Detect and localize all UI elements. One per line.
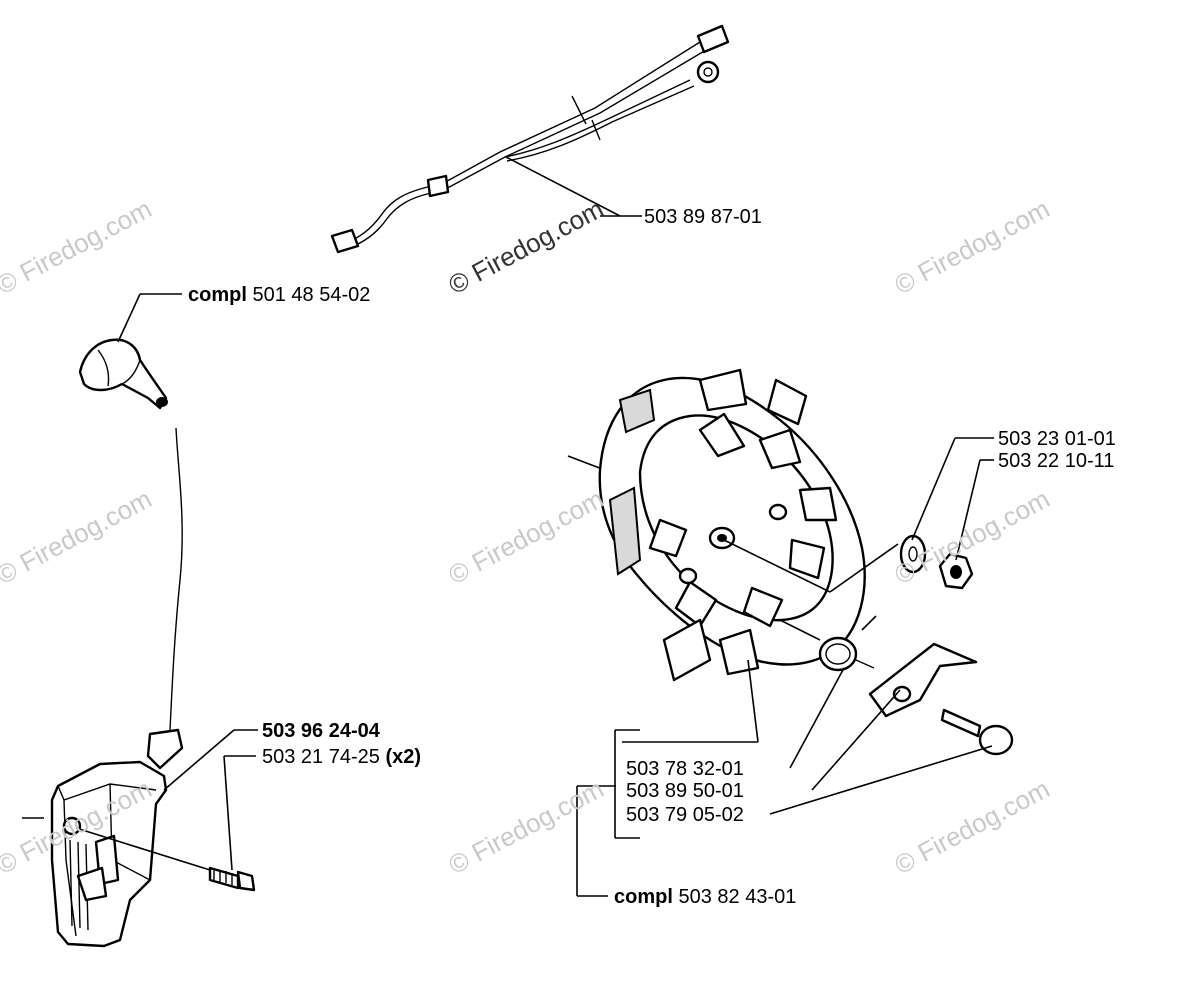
wire-harness-drawing (330, 24, 730, 254)
leader-line-washer (911, 437, 956, 541)
label-washer: 503 23 01-01 (998, 428, 1116, 450)
spring-drawing (818, 636, 875, 672)
nut-drawing (938, 552, 974, 590)
leader-line-wire-harness (505, 156, 621, 217)
label-screw-number: 503 21 74-25 (262, 746, 380, 768)
label-spark-cap-compl: compl (188, 284, 247, 306)
pawl-drawing (868, 642, 978, 718)
label-nut: 503 22 10-11 (998, 450, 1115, 472)
screw-drawing (208, 866, 256, 892)
label-flywheel-compl: compl 503 82 43-01 (614, 886, 796, 908)
label-screw: 503 21 74-25 (x2) (262, 746, 421, 768)
label-pawl: 503 79 05-02 (626, 804, 744, 826)
label-ignition-module-number: 503 96 24-04 (262, 720, 380, 742)
label-screw-qty: (x2) (385, 746, 422, 768)
flywheel-drawing (567, 368, 866, 682)
label-spark-cap-number: 501 48 54-02 (252, 284, 371, 306)
label-spark-cap: compl 501 48 54-02 (188, 284, 370, 306)
leader-line-screw (223, 755, 233, 871)
label-spring: 503 89 50-01 (626, 780, 744, 802)
pin-drawing (940, 708, 1014, 756)
leader-line-flywheel (747, 659, 759, 743)
ignition-module-drawing (50, 728, 184, 948)
label-flywheel: 503 78 32-01 (626, 758, 744, 780)
leader-line-pawl (811, 689, 901, 791)
leader-line-spring (789, 667, 845, 769)
leader-line-ignition-module (163, 729, 235, 791)
label-flywheel-compl-number: 503 82 43-01 (678, 886, 797, 908)
leader-line-pin (769, 745, 993, 815)
label-ignition-module: 503 96 24-04 (262, 720, 380, 742)
label-flywheel-compl-bold: compl (614, 886, 673, 908)
label-wire-harness: 503 89 87-01 (644, 206, 762, 228)
leader-line-spark-cap (117, 293, 141, 343)
spark-plug-cap-drawing (78, 338, 183, 731)
leader-line-nut (955, 459, 981, 561)
